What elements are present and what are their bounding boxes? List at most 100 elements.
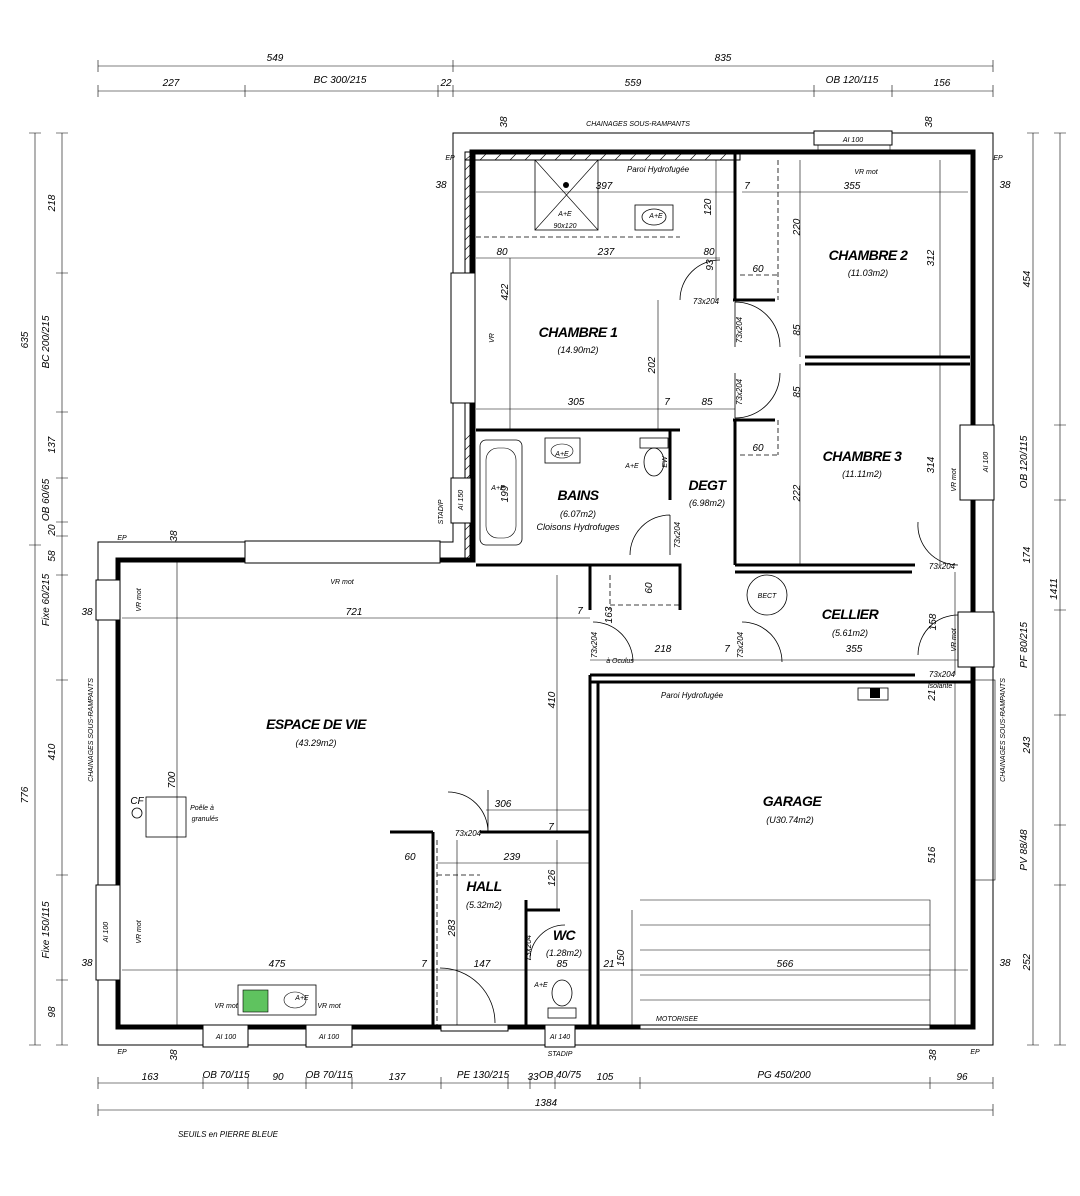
dim-38a: 38 [499, 116, 510, 128]
label-poele2: granulés [192, 816, 219, 823]
door-size-7: 73x204 [590, 631, 599, 658]
dim-38i: 38 [169, 1049, 180, 1061]
toilet-icon [643, 447, 665, 477]
dim-60a: 60 [752, 264, 764, 275]
doors [439, 259, 959, 1024]
dim-7-b: 7 [744, 181, 750, 192]
door-size-2: 73x204 [735, 316, 744, 343]
dim-38b: 38 [924, 116, 935, 128]
dim-355a: 355 [844, 181, 861, 192]
dim-rob120: OB 120/115 [1019, 435, 1030, 488]
inner-dimension-lines [122, 160, 968, 1027]
door-size-labels: 73x204 73x204 73x204 73x204 73x204 73x20… [455, 297, 956, 961]
dim-80b: 80 [703, 247, 715, 258]
label-ai150: AI 150 [458, 490, 465, 511]
dimension-texts: 549 835 227 BC 300/215 22 559 OB 120/115… [20, 53, 1060, 1109]
dim-80a: 80 [496, 247, 508, 258]
label-ep3: EP [117, 535, 127, 542]
label-motorise: MOTORISEE [656, 1016, 698, 1023]
dim-126: 126 [547, 869, 558, 886]
label-stadip-l: STADIP [438, 499, 445, 524]
label-paroi1: Paroi Hydrofugée [627, 165, 690, 174]
dim-r454: 454 [1022, 270, 1033, 287]
dim-85b: 85 [792, 324, 803, 336]
dim-7-f: 7 [724, 644, 730, 655]
wc-toilet-icon [551, 979, 573, 1007]
label-ep2: EP [993, 155, 1003, 162]
dim-218: 218 [654, 644, 672, 655]
label-ew: EW [662, 455, 669, 468]
room-chambre3: CHAMBRE 3 [823, 448, 902, 464]
dim-r252: 252 [1022, 953, 1033, 971]
label-bect: BECT [758, 593, 777, 600]
label-ae-sink: A+E [554, 451, 569, 458]
dim-7-c: 7 [664, 397, 670, 408]
dim-239: 239 [503, 852, 521, 863]
dim-b163: 163 [142, 1072, 159, 1083]
dim-bob70b: OB 70/115 [305, 1070, 353, 1081]
room-bains: BAINS [557, 487, 599, 503]
dim-314: 314 [926, 456, 937, 473]
dim-r1411: 1411 [1049, 578, 1060, 600]
dim-b96: 96 [956, 1072, 968, 1083]
dim-60d: 60 [404, 852, 416, 863]
dim-b1384: 1384 [535, 1098, 558, 1109]
dim-38f: 38 [81, 607, 93, 618]
dim-bc300: BC 300/215 [314, 75, 367, 86]
dim-397: 397 [596, 181, 613, 192]
door-size-8: 73x204 [929, 670, 956, 679]
dim-l137: 137 [47, 436, 58, 453]
label-chainages-right: CHAINAGES SOUS-RAMPANTS [1000, 678, 1007, 782]
label-ai100-l: AI 100 [103, 922, 110, 943]
label-ep1: EP [445, 155, 455, 162]
door-size-4: 73x204 [673, 521, 682, 548]
fixtures [131, 159, 931, 1025]
area-garage: (U30.74m2) [766, 815, 814, 825]
water-heater-icon [746, 574, 788, 616]
dim-lfixe150: Fixe 150/115 [41, 901, 52, 959]
dim-199: 199 [500, 485, 511, 502]
dim-283: 283 [447, 919, 458, 937]
dim-559: 559 [625, 78, 642, 89]
label-vrmot-espace: VR mot [330, 579, 354, 586]
door-size-1: 73x204 [693, 297, 720, 306]
dim-7-e: 7 [421, 959, 427, 970]
dim-566: 566 [777, 959, 794, 970]
kitchen-sink-icon [242, 989, 269, 1013]
dim-85a: 85 [701, 397, 713, 408]
dim-38j: 38 [928, 1049, 939, 1061]
label-ae-basin: A+E [648, 213, 663, 220]
room-chambre1: CHAMBRE 1 [539, 324, 618, 340]
dim-b90: 90 [272, 1072, 284, 1083]
room-hall: HALL [466, 878, 501, 894]
dim-21a: 21 [602, 959, 614, 970]
label-chainages-left: CHAINAGES SOUS-RAMPANTS [88, 678, 95, 782]
area-cellier: (5.61m2) [832, 628, 868, 638]
dim-700: 700 [167, 771, 178, 788]
label-poele1: Poêle à [190, 805, 214, 812]
door-size-6: 73x204 [736, 631, 745, 658]
dim-156: 156 [934, 78, 951, 89]
dim-lob60: OB 60/65 [41, 478, 52, 521]
label-ai100-r: AI 100 [983, 452, 990, 473]
area-chambre3: (11.11m2) [842, 469, 882, 479]
dim-475: 475 [269, 959, 286, 970]
dim-b105: 105 [597, 1072, 614, 1083]
room-chambre2: CHAMBRE 2 [829, 247, 908, 263]
dim-549: 549 [267, 53, 284, 64]
label-seuils: SEUILS en PIERRE BLEUE [178, 1130, 279, 1139]
stove-icon [145, 796, 187, 838]
dim-305: 305 [568, 397, 585, 408]
dim-93: 93 [705, 259, 716, 271]
bains-note: Cloisons Hydrofuges [536, 522, 620, 532]
dim-bob70a: OB 70/115 [202, 1070, 250, 1081]
label-ai100-b2: AI 100 [318, 1034, 339, 1041]
label-cf: CF [130, 796, 144, 807]
label-vrmot-l1: VR mot [136, 587, 143, 611]
dimension-lines [29, 60, 1066, 1116]
dim-21b: 21 [927, 689, 938, 701]
dim-158: 158 [928, 613, 939, 630]
dim-rpv88: PV 88/48 [1019, 829, 1030, 871]
bath-sink-icon [544, 437, 581, 464]
dim-147: 147 [474, 959, 491, 970]
